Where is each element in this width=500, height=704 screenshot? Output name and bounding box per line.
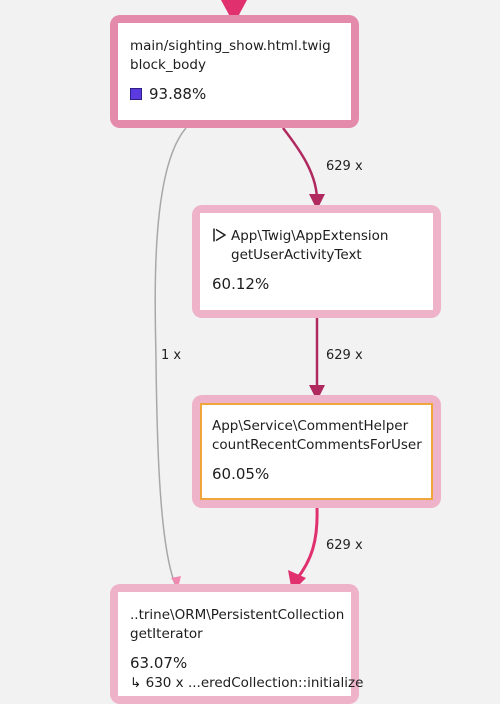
node-function-name: getUserActivityText — [231, 247, 362, 263]
node-function-name: getIterator — [130, 626, 203, 642]
edge-n3-n4 — [294, 507, 319, 581]
edge-n1-n2 — [282, 127, 319, 204]
graph-node-persistent-collection-get-iterator[interactable]: ..trine\ORM\PersistentCollection getIter… — [110, 584, 364, 704]
node-body: ..trine\ORM\PersistentCollection getIter… — [118, 592, 364, 696]
node-file-name: main/sighting_show.html.twig — [130, 38, 331, 54]
node-function-name: countRecentCommentsForUser — [212, 437, 422, 453]
node-function-name: block_body — [130, 57, 206, 73]
node-body-highlighted: App\Service\CommentHelper countRecentCom… — [200, 403, 433, 500]
node-percent: 60.05% — [212, 465, 270, 483]
node-class-name: App\Service\CommentHelper — [212, 418, 409, 434]
node-class-row: App\Twig\AppExtension — [212, 227, 421, 246]
node-percent: 63.07% — [130, 654, 188, 672]
node-class-name: ..trine\ORM\PersistentCollection — [130, 607, 345, 623]
edge-label-n2-n3: 629 x — [326, 348, 363, 363]
entry-point-flag-icon — [213, 228, 227, 242]
edge-n1-n4 — [154, 127, 187, 585]
edge-n1-n2-head — [309, 194, 325, 210]
node-percent: 93.88% — [149, 85, 207, 103]
purple-square-icon — [130, 88, 142, 100]
graph-node-comment-helper-count-recent-comments[interactable]: App\Service\CommentHelper countRecentCom… — [192, 395, 441, 508]
node-percent: 60.12% — [212, 275, 270, 293]
node-body: main/sighting_show.html.twig block_body … — [118, 23, 351, 120]
incoming-edge-head — [221, 0, 247, 24]
edge-n2-n3-head — [309, 385, 325, 401]
node-class-name: App\Twig\AppExtension — [231, 228, 389, 244]
node-body: App\Twig\AppExtension getUserActivityTex… — [200, 213, 433, 310]
graph-node-app-extension-get-user-activity-text[interactable]: App\Twig\AppExtension getUserActivityTex… — [192, 205, 441, 318]
node-percent-row: 93.88% — [130, 83, 339, 105]
edge-label-n1-n4: 1 x — [161, 348, 182, 363]
edge-label-n3-n4: 629 x — [326, 538, 363, 553]
node-callee-summary: ↳ 630 x ...eredCollection::initialize — [130, 675, 364, 691]
graph-node-sighting-show-block-body[interactable]: main/sighting_show.html.twig block_body … — [110, 15, 359, 128]
edge-label-n1-n2: 629 x — [326, 159, 363, 174]
